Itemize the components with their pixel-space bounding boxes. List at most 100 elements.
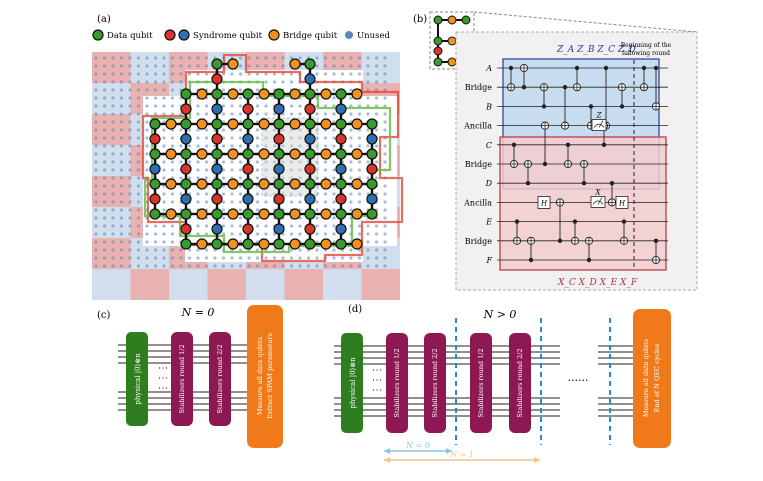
unused-qubit — [315, 208, 319, 212]
unused-qubit — [255, 240, 260, 244]
unused-qubit — [162, 160, 166, 164]
unused-qubit — [119, 248, 124, 252]
data-qubit — [242, 178, 254, 190]
unused-qubit — [170, 96, 175, 100]
unused-qubit — [136, 160, 141, 164]
unused-qubit — [111, 248, 115, 252]
data-qubit — [273, 208, 285, 220]
unused-qubit — [162, 128, 166, 132]
unused-qubit — [238, 160, 243, 164]
unused-qubit — [238, 200, 243, 204]
bridge-qubit — [227, 178, 239, 190]
unused-qubit — [94, 200, 98, 204]
patch-outline-green — [143, 80, 392, 254]
unused-qubit — [196, 128, 200, 132]
data-qubit — [211, 88, 223, 100]
unused-qubit — [204, 264, 209, 268]
unused-qubit — [323, 144, 328, 148]
unused-qubit — [366, 80, 370, 84]
unused-qubit — [349, 168, 353, 172]
round4-label-d: Stabilizers round 2/2 — [516, 348, 524, 417]
unused-qubit — [119, 96, 124, 100]
unused-qubit — [204, 224, 209, 228]
unused-qubit — [357, 72, 362, 76]
hadamard-gate — [615, 195, 629, 209]
unused-qubit — [264, 264, 268, 268]
unused-qubit — [153, 56, 158, 60]
unused-qubit — [94, 144, 98, 148]
unused-qubit — [153, 240, 158, 244]
unused-qubit — [238, 216, 243, 220]
unused-qubit — [272, 72, 277, 76]
unused-qubit — [374, 176, 379, 180]
unused-qubit — [383, 240, 387, 244]
unused-qubit — [204, 176, 209, 180]
unused-qubit — [102, 264, 107, 268]
data-qubit — [242, 88, 254, 100]
unused-qubit — [255, 192, 260, 196]
unused-qubit — [238, 128, 243, 132]
unused-qubit — [323, 192, 328, 196]
unused-qubit — [170, 64, 175, 68]
unused-qubit — [128, 88, 132, 92]
unused-qubit — [289, 256, 294, 260]
wire-label: Bridge — [465, 237, 493, 246]
data-qubit — [335, 118, 347, 130]
unused-qubit — [255, 160, 260, 164]
syndrome-qubit — [242, 223, 254, 235]
data-qubit — [335, 178, 347, 190]
unused-qubit — [102, 160, 107, 164]
panel-d-label: (d) — [348, 304, 362, 315]
unused-qubit — [315, 56, 319, 60]
unused-qubit — [136, 56, 141, 60]
unused-qubit — [128, 200, 132, 204]
syndrome-qubit — [149, 163, 161, 175]
measure-block-d — [633, 309, 671, 448]
unused-qubit — [281, 248, 285, 252]
syndrome-qubit — [366, 193, 378, 205]
unused-qubit — [374, 256, 379, 260]
unused-qubit — [196, 72, 200, 76]
unused-qubit — [374, 232, 379, 236]
unused-qubit — [357, 104, 362, 108]
syndrome-qubit — [211, 133, 223, 145]
init-block-d — [341, 333, 363, 433]
syndrome-qubit — [242, 103, 254, 115]
unused-qubit — [119, 240, 124, 244]
unused-qubit — [94, 72, 98, 76]
unused-qubit — [238, 264, 243, 268]
unused-qubit — [374, 80, 379, 84]
bridge-qubit — [351, 118, 363, 130]
ellipsis-c: ⋮⋮⋮ — [157, 363, 168, 393]
continuation-dots: ...... — [568, 371, 589, 384]
syndrome-qubit — [211, 193, 223, 205]
control-dot — [603, 65, 609, 71]
unused-qubit — [196, 64, 200, 68]
unused-qubit — [221, 72, 226, 76]
unused-qubit — [136, 88, 141, 92]
unused-qubit — [162, 88, 166, 92]
data-qubit — [211, 208, 223, 220]
unused-qubit — [128, 232, 132, 236]
syndrome-qubit — [304, 73, 316, 85]
unused-qubit — [298, 200, 302, 204]
unused-qubit — [366, 240, 370, 244]
unused-qubit — [196, 144, 200, 148]
unused-qubit — [153, 264, 158, 268]
unused-qubit — [170, 104, 175, 108]
unused-qubit — [102, 80, 107, 84]
data-qubit — [211, 148, 223, 160]
unused-qubit — [264, 80, 268, 84]
unused-qubit — [136, 184, 141, 188]
unused-qubit — [111, 80, 115, 84]
unused-qubit — [366, 144, 370, 148]
unused-qubit — [238, 208, 243, 212]
unused-qubit — [128, 176, 132, 180]
unused-qubit — [204, 104, 209, 108]
unused-qubit — [230, 168, 234, 172]
unused-qubit — [366, 232, 370, 236]
unused-qubit — [170, 112, 175, 116]
syndrome-qubit — [335, 133, 347, 145]
data-qubit — [180, 88, 192, 100]
unused-qubit — [383, 224, 387, 228]
